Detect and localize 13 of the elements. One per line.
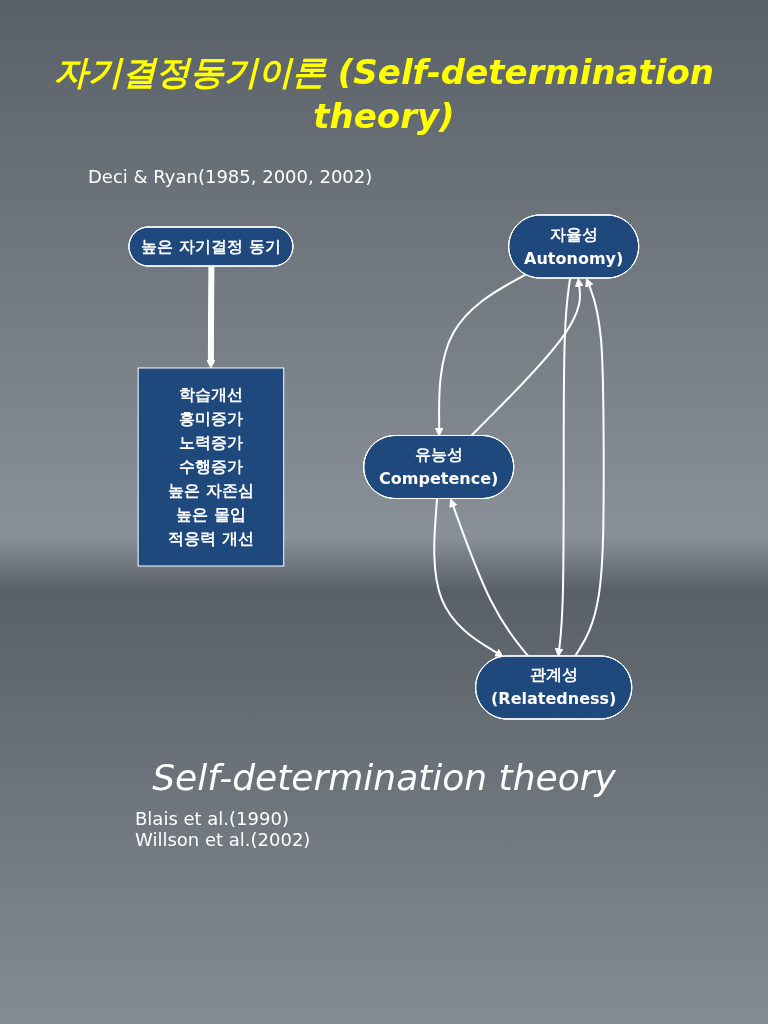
arrow [449,498,530,658]
slide-title: 자기결정동기이론 (Self-determination theory) [52,51,716,136]
arrow [434,273,527,437]
arrow [433,498,504,658]
arrow [555,277,572,657]
arrow [470,278,584,437]
arrow [573,278,605,658]
node-box: 학습개선 흥미증가 노력증가 수행증가 높은 자존심 높은 몰입 적응력 개선 [137,367,285,567]
citation-text: Willson et al.(2002) [135,829,312,850]
arrow [206,266,216,369]
slide-heading: Self-determination theory [151,757,617,798]
citation-text: Deci & Ryan(1985, 2000, 2002) [88,166,374,187]
citation-text: Blais et al.(1990) [135,808,290,829]
